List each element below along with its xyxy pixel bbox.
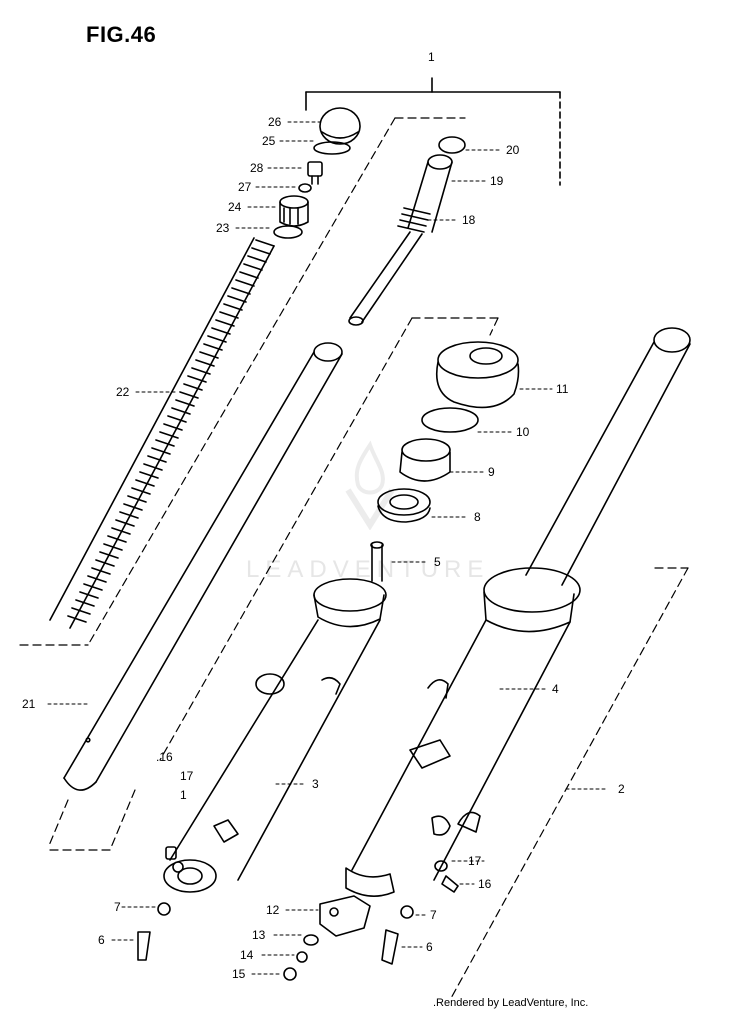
callout-19: 19 — [490, 174, 504, 188]
part-18-19-damper-rod — [348, 154, 453, 326]
callout-16-right: 16 — [478, 877, 492, 891]
callout-5: 5 — [434, 555, 441, 569]
callout-1: 1 — [428, 50, 435, 64]
callout-4: 4 — [552, 682, 559, 696]
part-12-axle-holder — [319, 895, 371, 937]
callout-7-left: 7 — [114, 900, 121, 914]
callout-26: 26 — [268, 115, 282, 129]
part-23-ring — [273, 225, 303, 239]
callout-16-left: .16 — [156, 750, 173, 764]
callout-14: 14 — [240, 948, 254, 962]
part-10-ring — [421, 407, 479, 433]
callout-17-left: 17 — [180, 769, 194, 783]
callout-6-left: 6 — [98, 933, 105, 947]
callout-24: 24 — [228, 200, 242, 214]
callout-20: 20 — [506, 143, 520, 157]
callout-7-right: 7 — [430, 908, 437, 922]
footer-credit: .Rendered by LeadVenture, Inc. — [433, 997, 589, 1009]
callout-10: 10 — [516, 425, 530, 439]
part-22-spring — [49, 237, 275, 629]
part-4-right-fork-leg — [345, 327, 691, 897]
part-25-oring — [313, 141, 351, 155]
callout-23: 23 — [216, 221, 230, 235]
assembly-dashed-lines — [19, 117, 689, 1001]
part-20-ring — [438, 136, 466, 154]
callout-28: 28 — [250, 161, 264, 175]
part-28-bolt — [307, 161, 323, 185]
callout-8: 8 — [474, 510, 481, 524]
callout-6-right: 6 — [426, 940, 433, 954]
callout-18: 18 — [462, 213, 476, 227]
callout-12: 12 — [266, 903, 280, 917]
callout-leader-lines — [47, 121, 607, 975]
part-11-dust-seal — [435, 341, 520, 409]
callout-21: 21 — [22, 697, 36, 711]
part-9-bushing — [399, 438, 451, 482]
callout-11: 11 — [556, 382, 569, 396]
callout-2: 2 — [618, 782, 625, 796]
callout-15: 15 — [232, 967, 246, 981]
part-27-washer — [298, 183, 312, 193]
part-21-inner-tube — [63, 342, 343, 791]
callout-1-lower: 1 — [180, 788, 187, 802]
callout-27: 27 — [238, 180, 252, 194]
part-26-cap — [319, 107, 361, 145]
assembly-bracket-1 — [305, 77, 561, 186]
leadventure-logo-icon — [345, 440, 395, 530]
part-5-left-outer-tube — [163, 541, 387, 893]
callout-3: 3 — [312, 777, 319, 791]
part-24-spacer — [279, 195, 309, 227]
callout-17-right: 17 — [468, 854, 482, 868]
watermark-text: LEADVENTURE — [246, 556, 490, 583]
callout-25: 25 — [262, 134, 276, 148]
callout-13: 13 — [252, 928, 266, 942]
hardware-bolts-nuts — [137, 846, 459, 981]
part-8-seal — [377, 488, 431, 523]
figure-title: FIG.46 — [86, 22, 157, 47]
callout-22: 22 — [116, 385, 130, 399]
callout-9: 9 — [488, 465, 495, 479]
